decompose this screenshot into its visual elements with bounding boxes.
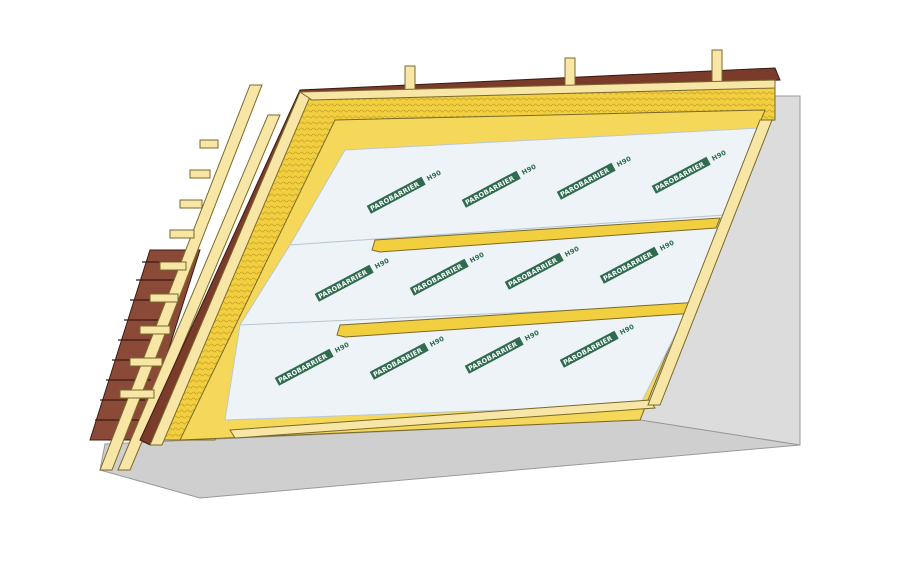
service-battens (336, 217, 721, 338)
bottom-plate (229, 399, 656, 439)
roof-battens (99, 84, 281, 471)
timber-top (298, 79, 776, 101)
right-batten (647, 119, 773, 406)
